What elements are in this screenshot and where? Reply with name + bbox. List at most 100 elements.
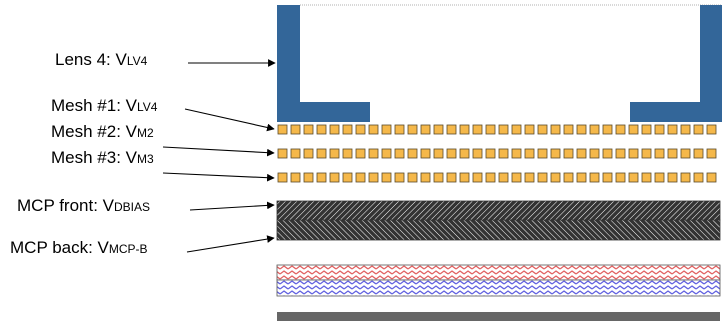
- mesh-1-cell-11: [420, 124, 431, 135]
- mesh-1-cell-31: [680, 124, 691, 135]
- mesh-1-cell-23: [576, 124, 587, 135]
- bottom-plate: [277, 312, 720, 321]
- mesh-2-cell-0: [277, 148, 288, 159]
- mesh-2-cell-20: [537, 148, 548, 159]
- mesh-2-cell-6: [355, 148, 366, 159]
- mesh-1-cell-3: [316, 124, 327, 135]
- label-mcp-back: MCP back: VMCP-B: [10, 238, 148, 257]
- mesh-1-cell-30: [667, 124, 678, 135]
- mesh-2-cell-27: [628, 148, 639, 159]
- mesh-3-cell-4: [329, 172, 340, 183]
- mesh-1-cell-2: [303, 124, 314, 135]
- mesh-3-cell-2: [303, 172, 314, 183]
- mesh-3-cell-18: [511, 172, 522, 183]
- mesh-2-cell-14: [459, 148, 470, 159]
- lens4-electrode-right: [630, 5, 722, 122]
- mesh-3-cell-13: [446, 172, 457, 183]
- arrow-mesh3: [162, 172, 275, 182]
- mesh-1-cell-19: [524, 124, 535, 135]
- mesh-3-cell-28: [641, 172, 652, 183]
- mesh-2-cell-23: [576, 148, 587, 159]
- blue-layer: [276, 279, 721, 297]
- mesh-3-row: [277, 172, 717, 183]
- mesh-1-cell-8: [381, 124, 392, 135]
- mesh-3-cell-20: [537, 172, 548, 183]
- lens4-electrode-left: [277, 5, 370, 122]
- mesh-3-cell-24: [589, 172, 600, 183]
- mesh-3-cell-6: [355, 172, 366, 183]
- mesh-1-cell-32: [693, 124, 704, 135]
- mesh-2-cell-29: [654, 148, 665, 159]
- mesh-1-cell-25: [602, 124, 613, 135]
- mesh-2-cell-7: [368, 148, 379, 159]
- label-mesh2: Mesh #2: VM2: [51, 122, 154, 141]
- mesh-2-cell-9: [394, 148, 405, 159]
- mesh-1-cell-29: [654, 124, 665, 135]
- mesh-2-cell-4: [329, 148, 340, 159]
- mesh-1-cell-5: [342, 124, 353, 135]
- mesh-3-cell-10: [407, 172, 418, 183]
- label-mesh3: Mesh #3: VM3: [51, 148, 154, 167]
- mesh-2-cell-15: [472, 148, 483, 159]
- mesh-1-cell-13: [446, 124, 457, 135]
- label-mesh1: Mesh #1: VLV4: [51, 96, 158, 115]
- mesh-3-cell-7: [368, 172, 379, 183]
- mesh-1-cell-24: [589, 124, 600, 135]
- mesh-3-cell-5: [342, 172, 353, 183]
- mesh-2-cell-33: [706, 148, 717, 159]
- mesh-3-cell-19: [524, 172, 535, 183]
- mesh-2-cell-22: [563, 148, 574, 159]
- mesh-1-cell-7: [368, 124, 379, 135]
- mesh-3-cell-26: [615, 172, 626, 183]
- mesh-2-row: [277, 148, 717, 159]
- mesh-3-cell-16: [485, 172, 496, 183]
- mesh-3-cell-15: [472, 172, 483, 183]
- mesh-2-cell-30: [667, 148, 678, 159]
- mesh-1-cell-16: [485, 124, 496, 135]
- mesh-1-cell-33: [706, 124, 717, 135]
- mesh-3-cell-1: [290, 172, 301, 183]
- mesh-2-cell-26: [615, 148, 626, 159]
- mesh-3-cell-14: [459, 172, 470, 183]
- arrow-mcp-back: [186, 235, 275, 253]
- mesh-3-cell-11: [420, 172, 431, 183]
- mesh-2-cell-3: [316, 148, 327, 159]
- mesh-1-cell-12: [433, 124, 444, 135]
- mesh-1-cell-14: [459, 124, 470, 135]
- mesh-3-cell-8: [381, 172, 392, 183]
- mesh-3-cell-25: [602, 172, 613, 183]
- mesh-3-cell-12: [433, 172, 444, 183]
- arrow-mesh1: [184, 108, 275, 132]
- mesh-2-cell-2: [303, 148, 314, 159]
- mesh-1-row: [277, 124, 717, 135]
- arrow-mesh2: [162, 146, 275, 157]
- mesh-3-cell-32: [693, 172, 704, 183]
- mesh-2-cell-25: [602, 148, 613, 159]
- mesh-1-cell-22: [563, 124, 574, 135]
- mesh-1-cell-21: [550, 124, 561, 135]
- mesh-2-cell-32: [693, 148, 704, 159]
- mesh-1-cell-4: [329, 124, 340, 135]
- mesh-2-cell-13: [446, 148, 457, 159]
- mesh-3-cell-23: [576, 172, 587, 183]
- mesh-1-cell-9: [394, 124, 405, 135]
- mesh-1-cell-20: [537, 124, 548, 135]
- mesh-2-cell-31: [680, 148, 691, 159]
- mesh-3-cell-31: [680, 172, 691, 183]
- mesh-1-cell-18: [511, 124, 522, 135]
- label-lens4: Lens 4: VLV4: [55, 50, 148, 69]
- mesh-1-cell-26: [615, 124, 626, 135]
- mesh-3-cell-22: [563, 172, 574, 183]
- mesh-1-cell-6: [355, 124, 366, 135]
- mesh-1-cell-28: [641, 124, 652, 135]
- mesh-3-cell-9: [394, 172, 405, 183]
- mesh-1-cell-17: [498, 124, 509, 135]
- mesh-2-cell-19: [524, 148, 535, 159]
- mesh-1-cell-15: [472, 124, 483, 135]
- mesh-3-cell-17: [498, 172, 509, 183]
- mesh-3-cell-21: [550, 172, 561, 183]
- mesh-3-cell-0: [277, 172, 288, 183]
- mesh-2-cell-28: [641, 148, 652, 159]
- mesh-3-cell-3: [316, 172, 327, 183]
